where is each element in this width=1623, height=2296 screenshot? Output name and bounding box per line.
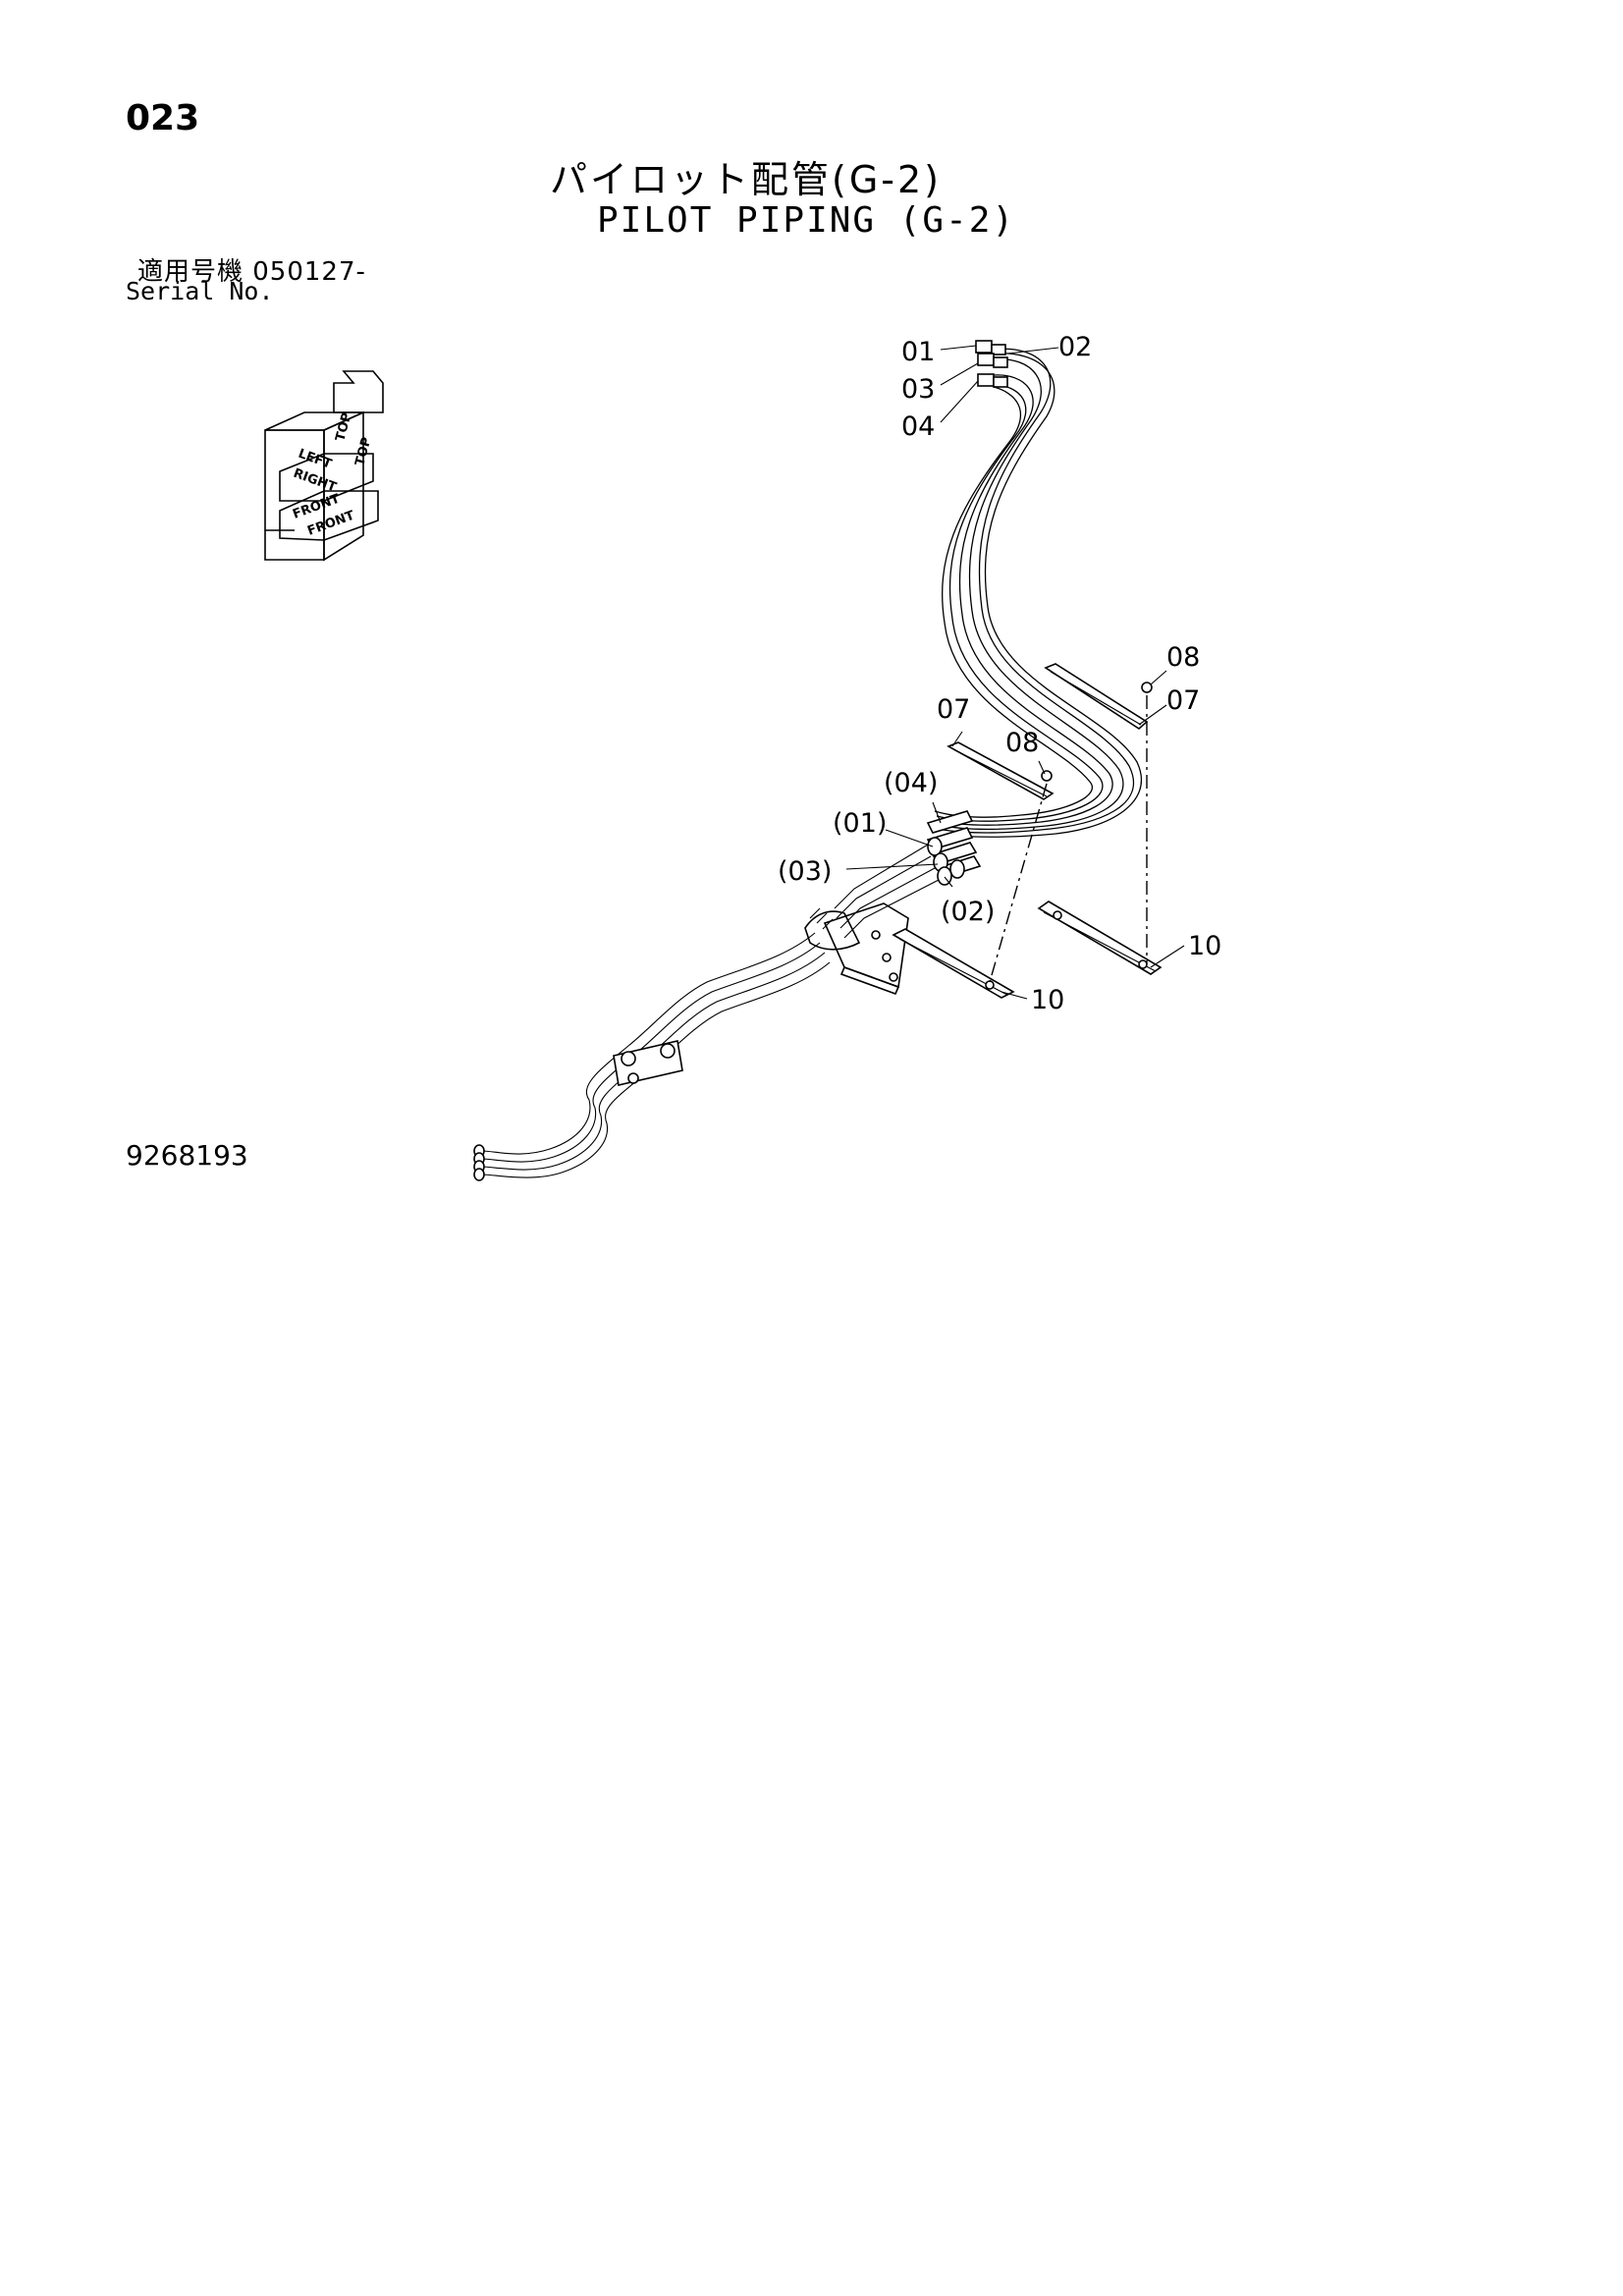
pilot-hose-bundle [934, 340, 1143, 838]
drawing-number: 9268193 [126, 1139, 248, 1172]
serial-applicability-label: 適用号機 050127- [137, 257, 366, 287]
assembly-line-left [989, 783, 1048, 983]
callout-10-left: 10 [1031, 985, 1064, 1015]
callout-03: 03 [901, 374, 935, 405]
valve-fitting-cluster [926, 810, 982, 886]
bracket-left [892, 928, 1015, 999]
cube-label-right: RIGHT [292, 466, 339, 496]
callout-08-middle: 08 [1005, 728, 1039, 758]
pilot-pipe-run [473, 932, 831, 1181]
callout-03-paren: (03) [778, 856, 832, 887]
callout-01-paren: (01) [833, 808, 887, 839]
callout-07-upper: 07 [1166, 685, 1200, 716]
callout-10-right: 10 [1188, 931, 1221, 961]
cube-label-top: TOP [333, 411, 354, 443]
orientation-cube: TOP TOP LEFT RIGHT FRONT FRONT [264, 370, 384, 562]
bracket-right [1037, 901, 1163, 975]
page-title-english: PILOT PIPING (G-2) [597, 200, 1016, 241]
callout-08-upper: 08 [1166, 642, 1200, 673]
callout-02: 02 [1058, 332, 1092, 362]
clamp-plate-middle [947, 741, 1055, 800]
callout-04: 04 [901, 411, 935, 442]
cube-label-top-2: TOP [352, 436, 374, 467]
callout-02-paren: (02) [941, 897, 995, 927]
callout-07-middle: 07 [937, 694, 970, 725]
valve-block [804, 844, 940, 996]
clamp-plate-upper-right [1044, 663, 1149, 731]
page-title-japanese: パイロット配管(G-2) [550, 158, 942, 201]
leader-lines [845, 345, 1185, 1000]
callout-04-paren: (04) [884, 768, 938, 798]
callout-01: 01 [901, 337, 935, 367]
serial-number-label: Serial No. [126, 277, 274, 305]
page-number: 023 [126, 98, 200, 138]
